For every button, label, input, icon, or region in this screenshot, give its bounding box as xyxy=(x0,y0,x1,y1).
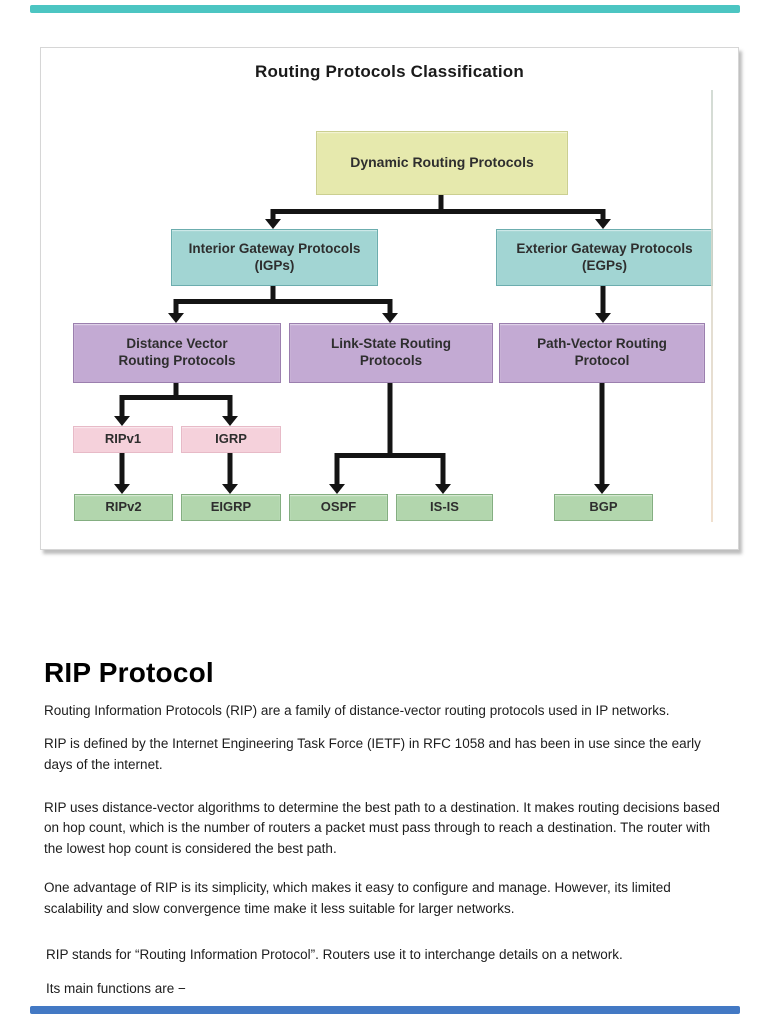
node-label: Link-State Routing xyxy=(331,336,451,352)
paragraph: Routing Information Protocols (RIP) are … xyxy=(44,702,670,718)
node-label: (IGPs) xyxy=(254,257,295,273)
paragraph: RIP stands for “Routing Information Prot… xyxy=(46,947,623,963)
paragraph: RIP uses distance-vector algorithms to d… xyxy=(44,799,720,857)
node-label: IGRP xyxy=(215,431,247,447)
node-label: EIGRP xyxy=(210,499,252,515)
bottom-accent-bar xyxy=(30,1006,740,1014)
node-label: BGP xyxy=(589,499,618,515)
connector-lines xyxy=(114,193,611,494)
node-label: Protocols xyxy=(359,353,423,368)
node-ripv2: RIPv2 xyxy=(74,494,173,521)
node-label: Dynamic Routing Protocols xyxy=(350,154,534,171)
node-interior-gateway-protocols: Interior Gateway Protocols (IGPs) xyxy=(171,229,378,286)
node-exterior-gateway-protocols: Exterior Gateway Protocols (EGPs) xyxy=(496,229,713,286)
node-label: IS-IS xyxy=(430,499,459,515)
node-ospf: OSPF xyxy=(289,494,388,521)
top-accent-bar xyxy=(30,5,740,13)
node-eigrp: EIGRP xyxy=(181,494,281,521)
node-ripv1: RIPv1 xyxy=(73,426,173,453)
node-label: Exterior Gateway Protocols xyxy=(516,240,693,256)
diagram-title: Routing Protocols Classification xyxy=(255,62,524,81)
node-label: Routing Protocols xyxy=(118,353,236,368)
paragraph: Its main functions are − xyxy=(46,981,186,997)
node-bgp: BGP xyxy=(554,494,653,521)
node-link-state: Link-State Routing Protocols xyxy=(289,323,493,383)
page-title: RIP Protocol xyxy=(44,657,214,688)
node-igrp: IGRP xyxy=(181,426,281,453)
node-label: Path-Vector Routing xyxy=(537,336,667,352)
node-label: Distance Vector xyxy=(126,336,228,352)
node-label: Protocol xyxy=(574,353,630,368)
article-section: RIP Protocol Routing Information Protoco… xyxy=(0,548,768,1000)
diagram-frame: Routing Protocols Classification Dynamic… xyxy=(40,47,739,550)
node-label: OSPF xyxy=(320,499,357,515)
node-label: (EGPs) xyxy=(581,257,627,273)
paragraph: One advantage of RIP is its simplicity, … xyxy=(44,880,671,917)
node-label: RIPv2 xyxy=(105,499,142,515)
node-isis: IS-IS xyxy=(396,494,493,521)
node-path-vector: Path-Vector Routing Protocol xyxy=(499,323,705,383)
node-label: Interior Gateway Protocols xyxy=(188,240,361,256)
node-dynamic-routing-protocols: Dynamic Routing Protocols xyxy=(316,131,568,195)
node-distance-vector: Distance Vector Routing Protocols xyxy=(73,323,281,383)
paragraph: RIP is defined by the Internet Engineeri… xyxy=(44,735,701,772)
node-label: RIPv1 xyxy=(104,431,142,447)
frame-inner-divider xyxy=(711,90,713,522)
